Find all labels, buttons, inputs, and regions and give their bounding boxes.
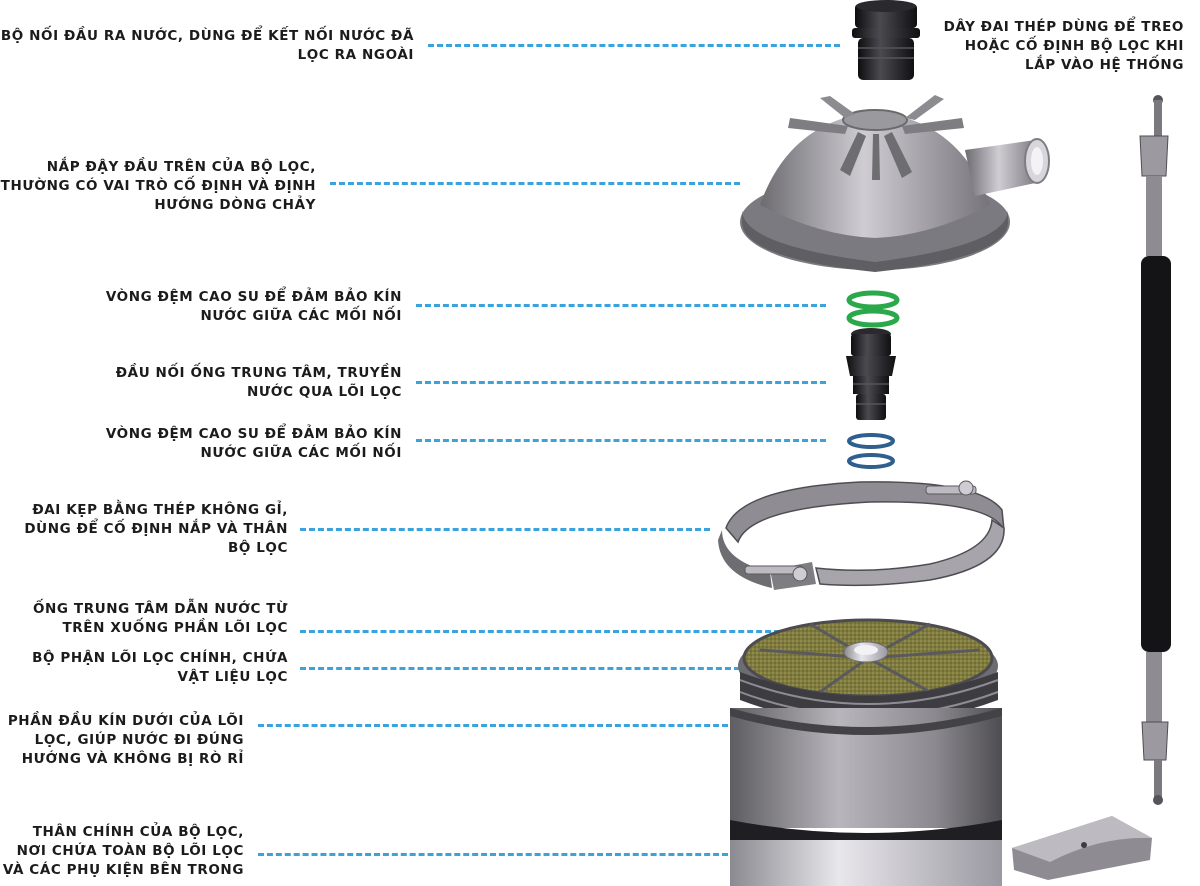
label-center-tube-connector: ĐẦU NỐI ỐNG TRUNG TÂM, TRUYỀN NƯỚC QUA L… [115, 365, 402, 400]
steel-strap-part [1139, 95, 1171, 805]
leader-line-steel-clamp [300, 528, 710, 531]
filter-core-part [738, 618, 998, 708]
steel-clamp-part [718, 480, 1005, 590]
label-o-ring-upper: VÒNG ĐỆM CAO SU ĐỂ ĐẢM BẢO KÍN NƯỚC GIỮA… [105, 289, 402, 324]
label-o-ring-lower: VÒNG ĐỆM CAO SU ĐỂ ĐẢM BẢO KÍN NƯỚC GIỮA… [105, 426, 402, 461]
label-outlet-connector: BỘ NỐI ĐẦU RA NƯỚC, DÙNG ĐỂ KẾT NỐI NƯỚC… [0, 28, 414, 63]
label-steel-strap: DÂY ĐAI THÉP DÙNG ĐỂ TREO HOẶC CỐ ĐỊNH B… [943, 19, 1184, 73]
main-body-part [730, 708, 1002, 886]
upper-o-rings-part [846, 290, 900, 328]
label-filter-core: BỘ PHẬN LÕI LỌC CHÍNH, CHỨA VẬT LIỆU LỌC [32, 650, 288, 685]
leader-line-outlet-connector [428, 44, 840, 47]
label-top-cap: NẮP ĐẬY ĐẦU TRÊN CỦA BỘ LỌC, THƯỜNG CÓ V… [0, 159, 316, 213]
leader-line-o-ring-upper [416, 304, 826, 307]
leader-line-main-body [258, 853, 728, 856]
top-cap-part [740, 95, 1050, 272]
label-main-body: THÂN CHÍNH CỦA BỘ LỌC, NƠI CHỨA TOÀN BỘ … [2, 824, 244, 878]
label-center-tube: ỐNG TRUNG TÂM DẪN NƯỚC TỪ TRÊN XUỐNG PHẦ… [32, 601, 288, 636]
leader-line-center-tube-connector [416, 381, 826, 384]
saddle-support-part [1012, 816, 1152, 880]
outlet-connector-part [852, 0, 920, 80]
leader-line-center-tube [300, 630, 780, 633]
leader-line-o-ring-lower [416, 439, 826, 442]
label-bottom-end-cap: PHẦN ĐẦU KÍN DƯỚI CỦA LÕI LỌC, GIÚP NƯỚC… [7, 713, 244, 767]
leader-line-bottom-end-cap [258, 724, 728, 727]
leader-line-top-cap [330, 182, 740, 185]
lower-o-rings-part [847, 433, 895, 469]
leader-line-filter-core [300, 667, 740, 670]
label-steel-clamp: ĐAI KẸP BẰNG THÉP KHÔNG GỈ, DÙNG ĐỂ CỐ Đ… [24, 502, 288, 556]
center-tube-connector-part [846, 328, 896, 420]
